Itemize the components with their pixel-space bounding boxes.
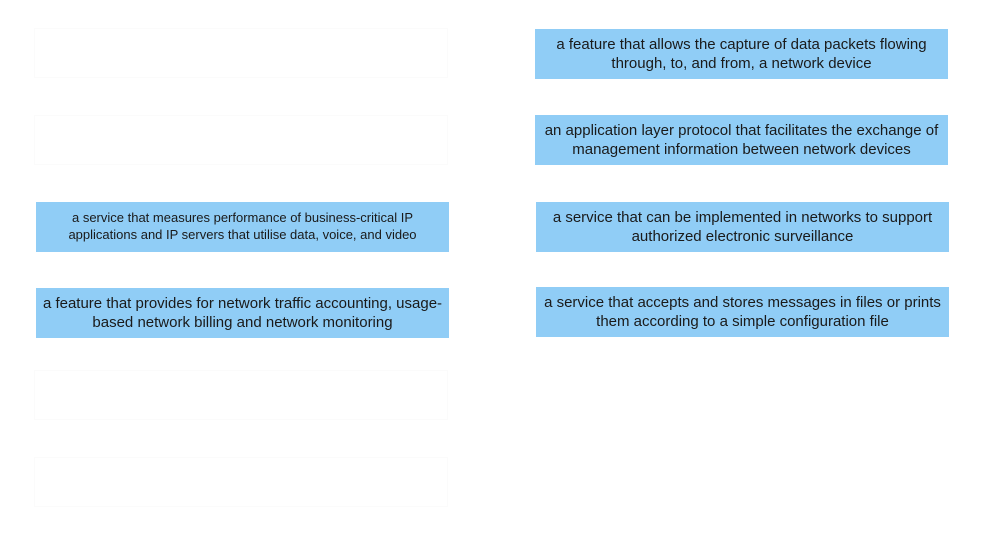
draggable-card-lawful-intercept[interactable]: a service that can be implemented in net… bbox=[536, 202, 949, 252]
card-text: a feature that allows the capture of dat… bbox=[556, 35, 927, 72]
card-text: a service that accepts and stores messag… bbox=[544, 293, 941, 330]
card-text: a service that measures performance of b… bbox=[68, 210, 417, 242]
draggable-card-syslog[interactable]: a service that accepts and stores messag… bbox=[536, 287, 949, 337]
card-text: a service that can be implemented in net… bbox=[552, 208, 933, 245]
card-text: an application layer protocol that facil… bbox=[544, 121, 939, 158]
drop-slot-2[interactable] bbox=[34, 115, 448, 165]
draggable-card-netflow[interactable]: a feature that provides for network traf… bbox=[36, 288, 449, 338]
draggable-card-ip-sla[interactable]: a service that measures performance of b… bbox=[36, 202, 449, 252]
card-text: a feature that provides for network traf… bbox=[42, 294, 443, 331]
draggable-card-span[interactable]: a feature that allows the capture of dat… bbox=[535, 29, 948, 79]
draggable-card-snmp[interactable]: an application layer protocol that facil… bbox=[535, 115, 948, 165]
drop-slot-1[interactable] bbox=[34, 28, 448, 78]
drop-slot-3[interactable] bbox=[34, 370, 448, 420]
drop-slot-4[interactable] bbox=[34, 457, 448, 507]
